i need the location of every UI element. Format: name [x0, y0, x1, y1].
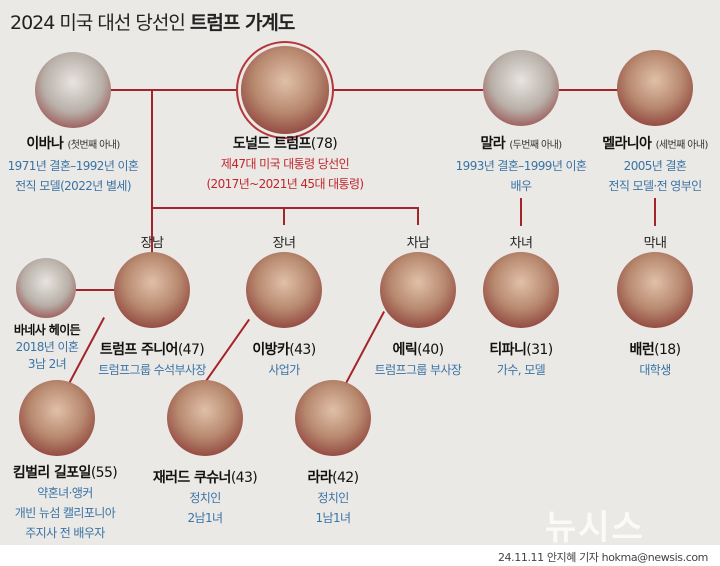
- ivana-children-hline: [151, 207, 419, 209]
- detail: 약혼녀·앵커: [37, 486, 93, 500]
- age: (18): [654, 342, 681, 358]
- marriage-line: [73, 89, 655, 91]
- detail: 2005년 결혼: [623, 159, 687, 173]
- detail: 주지사 전 배우자: [25, 526, 105, 540]
- name: 재러드 쿠슈너: [152, 470, 232, 486]
- jr-info: 트럼프 주니어(47) 트럼프그룹 수석부사장: [98, 340, 206, 380]
- jr-relation: 장남: [140, 236, 164, 251]
- donald-photo: [241, 46, 329, 134]
- barron-photo: [617, 252, 693, 328]
- detail: 2018년 이혼: [15, 340, 79, 354]
- lara-photo: [295, 380, 371, 456]
- age: (55): [90, 465, 118, 481]
- vanessa-photo: [16, 258, 76, 318]
- footer-strip: [0, 545, 720, 566]
- name: 이바나: [26, 136, 64, 152]
- detail: 제47대 미국 대통령 당선인: [220, 157, 350, 171]
- detail: 개빈 뉴섬 캘리포니아: [14, 506, 116, 520]
- tiffany-photo: [483, 252, 559, 328]
- ivanka-line: [283, 207, 285, 225]
- melania-child-line: [654, 198, 656, 226]
- ivana-info: 이바나 (첫번째 아내) 1971년 결혼–1992년 이혼 전직 모델(202…: [8, 134, 139, 196]
- detail: 3남 2녀: [27, 357, 67, 371]
- detail: 전직 모델(2022년 별세): [15, 179, 131, 193]
- tiffany-relation: 차녀: [509, 236, 533, 251]
- age: (47): [177, 342, 205, 358]
- detail: 1971년 결혼–1992년 이혼: [7, 159, 139, 173]
- tiffany-info: 티파니(31) 가수, 모델: [489, 340, 553, 380]
- detail: 정치인: [189, 491, 221, 505]
- name: 말라: [480, 136, 506, 152]
- marla-info: 말라 (두번째 아내) 1993년 결혼–1999년 이혼 배우: [456, 134, 587, 196]
- age: (31): [526, 342, 553, 358]
- name: 배런: [629, 342, 655, 358]
- detail: 1남1녀: [315, 511, 352, 525]
- detail: 트럼프그룹 부사장: [374, 363, 462, 377]
- ivanka-photo: [246, 252, 322, 328]
- detail: 트럼프그룹 수석부사장: [98, 363, 206, 377]
- name: 트럼프 주니어: [99, 342, 179, 358]
- barron-relation: 막내: [643, 236, 667, 251]
- detail: 대학생: [639, 363, 671, 377]
- detail: 1993년 결혼–1999년 이혼: [455, 159, 587, 173]
- detail: 가수, 모델: [496, 363, 546, 377]
- age: (43): [230, 470, 258, 486]
- title-normal: 2024 미국 대선 당선인: [10, 12, 186, 34]
- detail: 전직 모델·전 영부인: [608, 179, 702, 193]
- name: 바네사 헤이든: [13, 323, 81, 337]
- name: 티파니: [489, 342, 527, 358]
- ivanka-info: 이방카(43) 사업가: [252, 340, 316, 380]
- vanessa-info: 바네사 헤이든 2018년 이혼 3남 2녀: [13, 322, 81, 373]
- eric-photo: [380, 252, 456, 328]
- page-title: 2024 미국 대선 당선인 트럼프 가계도: [10, 8, 295, 35]
- name: 킴벌리 길포일: [12, 465, 92, 481]
- kimberly-info: 킴벌리 길포일(55) 약혼녀·앵커 개빈 뉴섬 캘리포니아 주지사 전 배우자: [12, 463, 118, 543]
- kimberly-photo: [19, 380, 95, 456]
- vanessa-line: [60, 289, 120, 291]
- newsis-logo: 뉴시스: [545, 508, 645, 548]
- detail: (2017년~2021년 45대 대통령): [206, 177, 364, 191]
- note: (첫번째 아내): [67, 140, 120, 151]
- note: (두번째 아내): [509, 140, 562, 151]
- melania-info: 멜라니아 (세번째 아내) 2005년 결혼 전직 모델·전 영부인: [602, 134, 708, 196]
- donald-info: 도널드 트럼프(78) 제47대 미국 대통령 당선인 (2017년~2021년…: [206, 134, 364, 194]
- name: 에릭: [392, 342, 418, 358]
- ivana-photo: [35, 52, 111, 128]
- detail: 2남1녀: [187, 511, 224, 525]
- detail: 배우: [510, 179, 532, 193]
- lara-info: 라라(42) 정치인 1남1녀: [307, 468, 360, 528]
- ivanka-jared-line: [205, 318, 250, 382]
- credit-line: 24.11.11 안지혜 기자 hokma@newsis.com: [497, 551, 708, 564]
- eric-relation: 차남: [406, 236, 430, 251]
- ivanka-relation: 장녀: [272, 236, 296, 251]
- jared-info: 재러드 쿠슈너(43) 정치인 2남1녀: [152, 468, 258, 528]
- name: 도널드 트럼프: [232, 136, 312, 152]
- marla-child-line: [520, 198, 522, 226]
- detail: 사업가: [268, 363, 300, 377]
- note: (세번째 아내): [655, 140, 709, 151]
- marla-photo: [483, 50, 559, 126]
- name: 멜라니아: [602, 136, 652, 152]
- eric-line: [417, 207, 419, 225]
- name: 이방카: [252, 342, 290, 358]
- jared-photo: [167, 380, 243, 456]
- barron-info: 배런(18) 대학생: [629, 340, 682, 380]
- melania-photo: [617, 50, 693, 126]
- detail: 정치인: [317, 491, 349, 505]
- eric-info: 에릭(40) 트럼프그룹 부사장: [375, 340, 462, 380]
- name: 라라: [307, 470, 333, 486]
- jr-photo: [114, 252, 190, 328]
- ivana-children-line: [151, 89, 153, 254]
- age: (78): [310, 136, 338, 152]
- age: (42): [332, 470, 359, 486]
- title-bold: 트럼프 가계도: [189, 12, 295, 34]
- age: (43): [289, 342, 316, 358]
- age: (40): [417, 342, 444, 358]
